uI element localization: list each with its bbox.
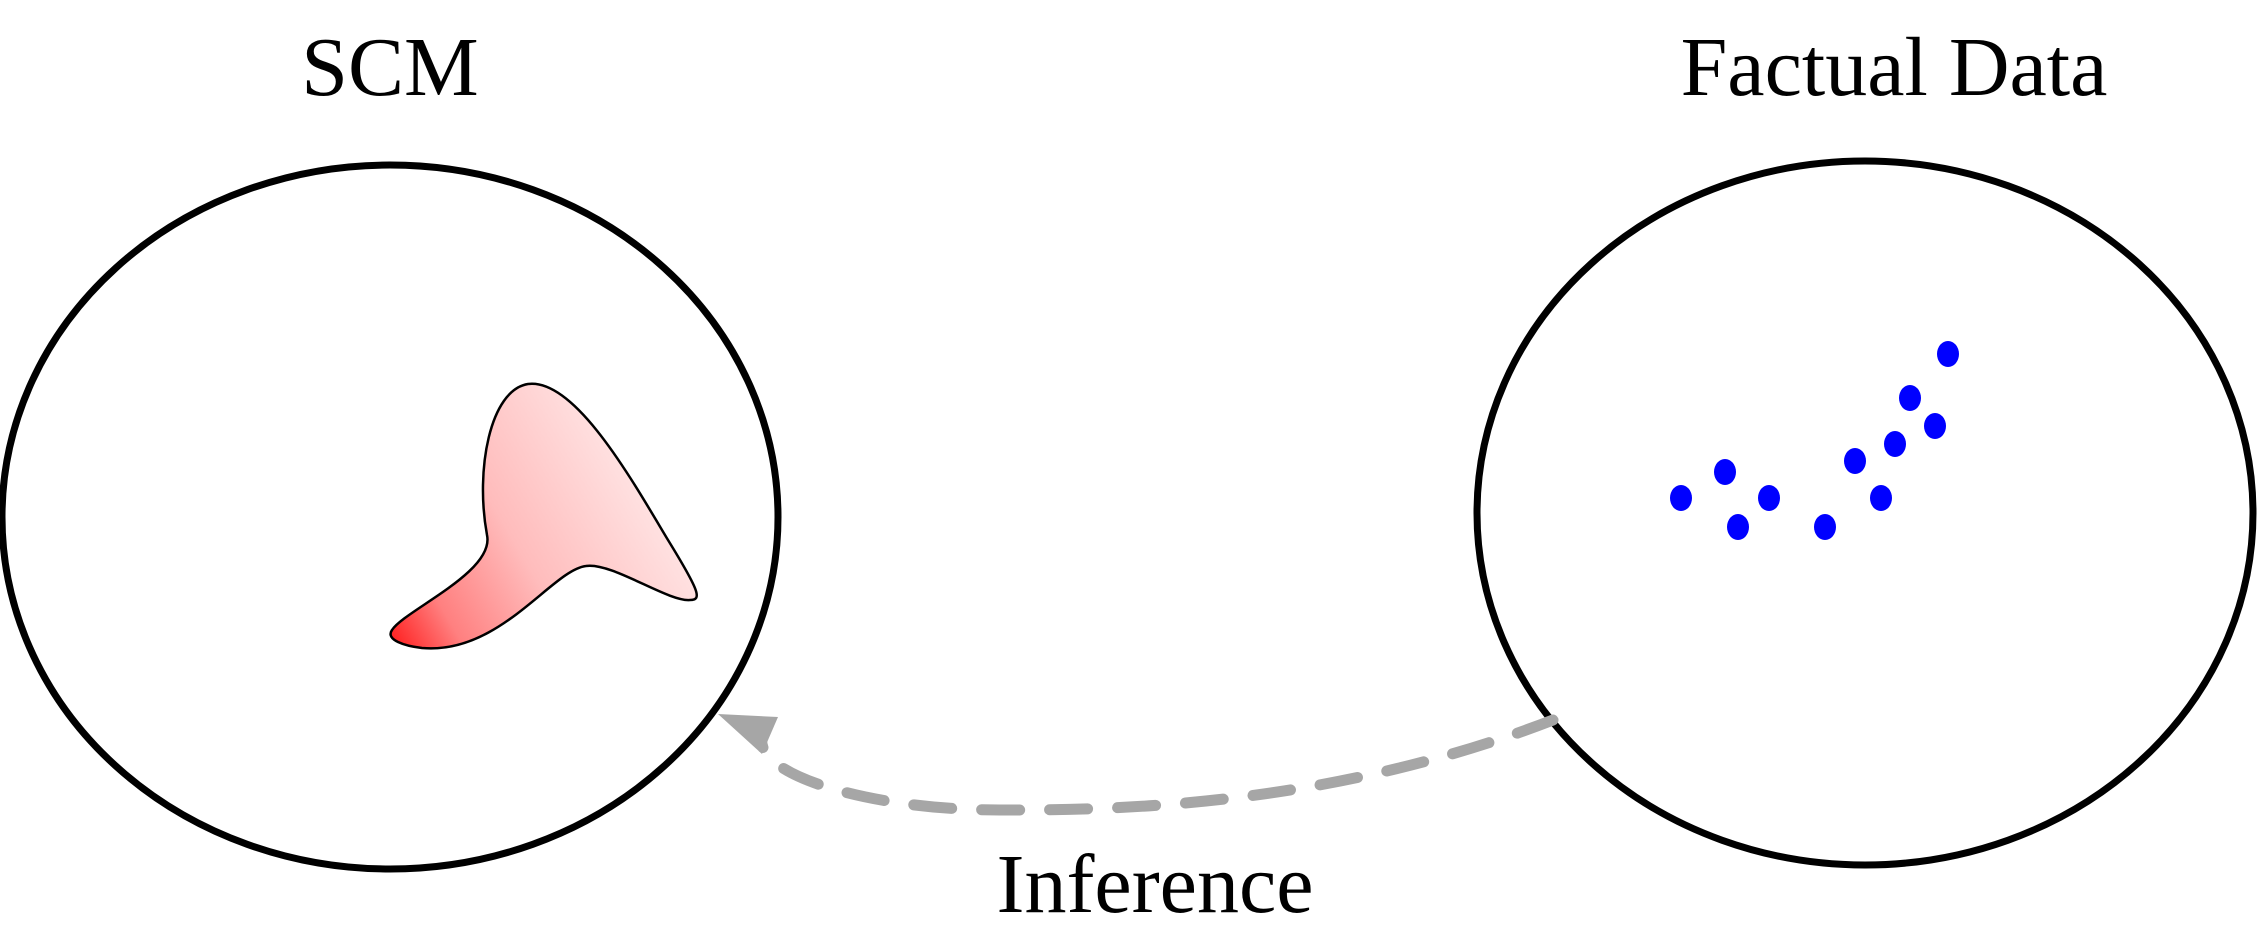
distribution-blob-icon [389, 382, 698, 650]
data-point [1758, 485, 1780, 511]
data-point [1937, 341, 1959, 367]
scatter-points-icon [1670, 341, 1959, 540]
data-point [1870, 485, 1892, 511]
data-point [1924, 413, 1946, 439]
scm-title: SCM [301, 21, 478, 114]
data-point [1670, 485, 1692, 511]
scm-ellipse [0, 161, 782, 873]
data-point [1884, 431, 1906, 457]
inference-label: Inference [996, 838, 1313, 931]
inference-arrow-icon [718, 714, 1559, 816]
data-point [1814, 514, 1836, 540]
factual-data-title: Factual Data [1681, 21, 2108, 114]
data-point [1844, 448, 1866, 474]
data-point [1899, 385, 1921, 411]
data-point [1727, 514, 1749, 540]
data-point [1714, 459, 1736, 485]
factual-data-ellipse [1473, 157, 2257, 869]
